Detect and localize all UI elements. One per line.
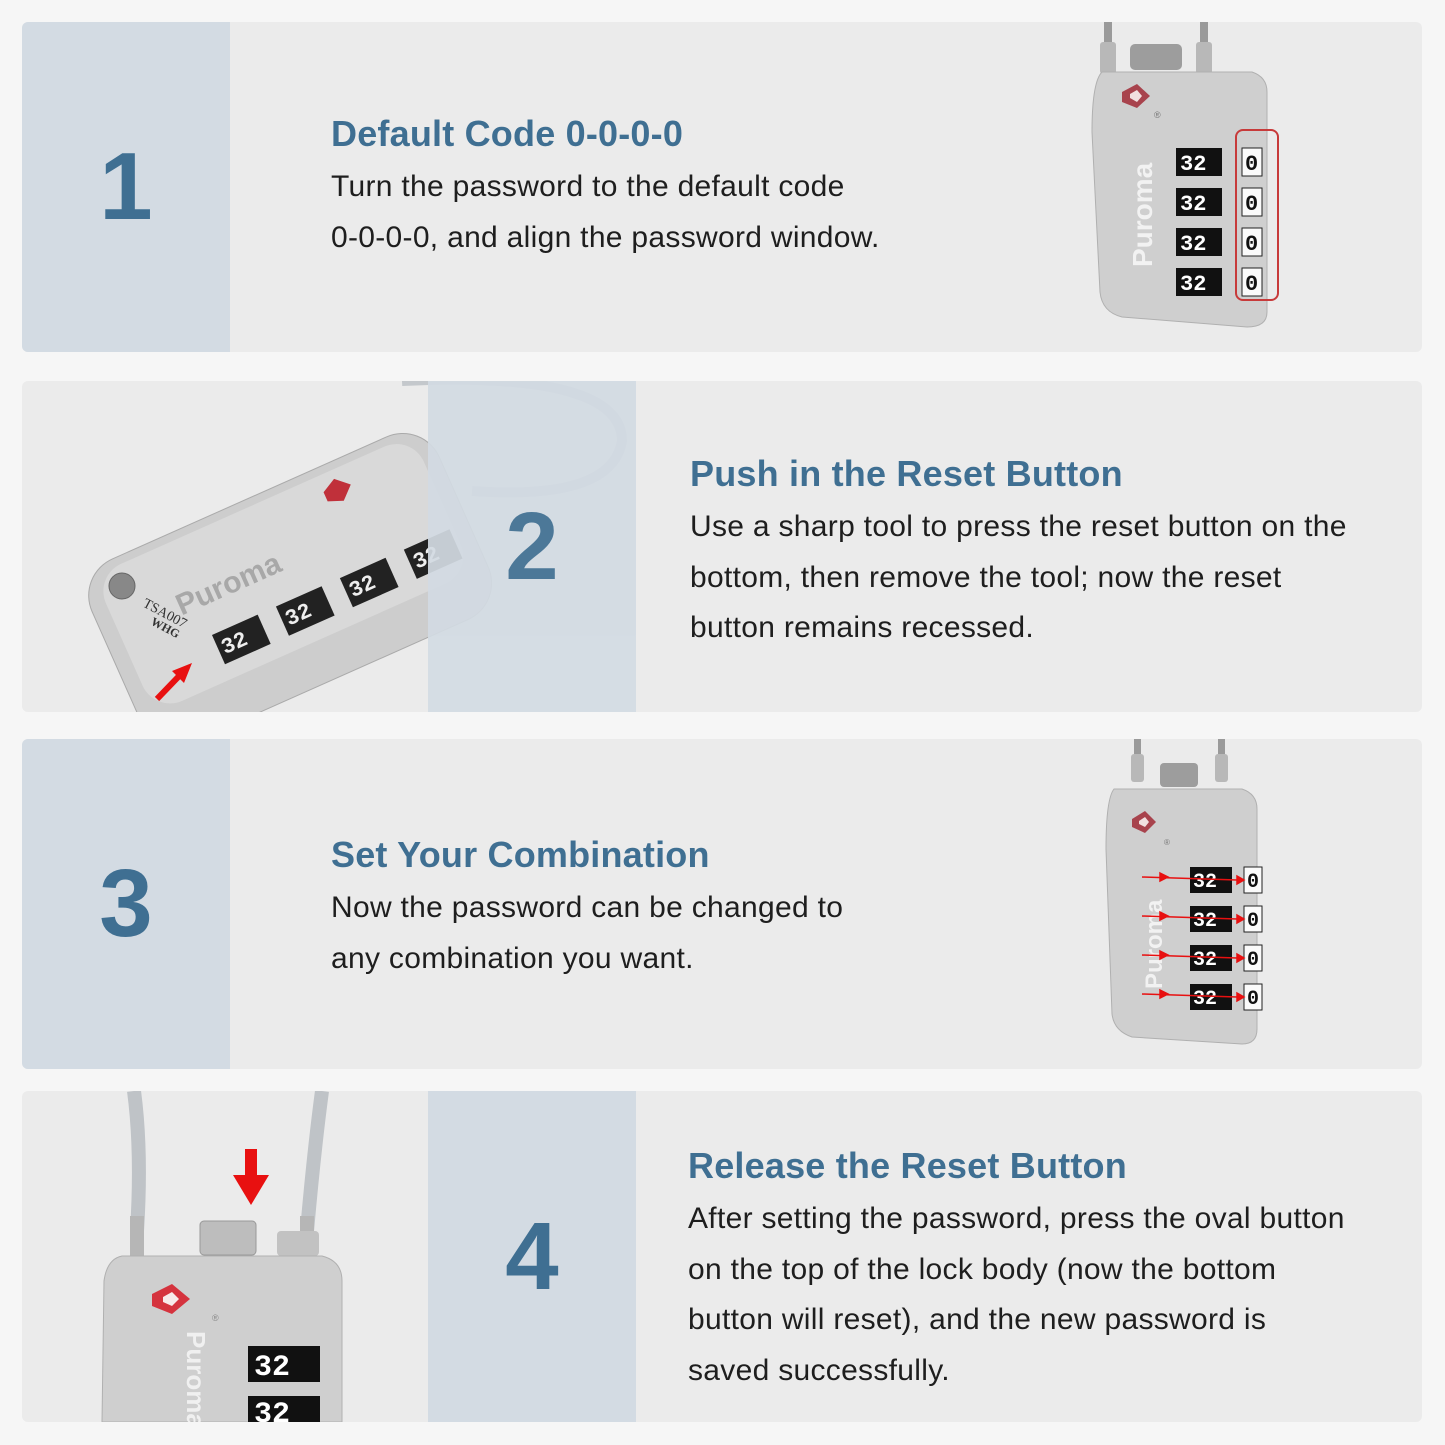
highlight-outline (1235, 129, 1279, 301)
step-number: 1 (99, 133, 153, 240)
step-body-line: 0-0-0-0, and align the password window. (331, 220, 880, 254)
step-body-line: button will reset), and the new password… (688, 1303, 1267, 1336)
svg-text:32: 32 (1180, 232, 1206, 257)
step-number-box: 2 (428, 381, 636, 712)
svg-text:32: 32 (1193, 949, 1217, 972)
svg-text:0: 0 (1247, 871, 1259, 894)
step-body-line: bottom, then remove the tool; now the re… (690, 560, 1282, 594)
red-arrow-icon (154, 663, 192, 702)
step-1-panel: 1 Default Code 0-0-0-0 Turn the password… (22, 22, 1422, 352)
svg-text:32: 32 (1193, 988, 1217, 1011)
step-number-box: 3 (22, 739, 230, 1069)
lock-image-top: ® Puroma 32 32 (101, 1091, 343, 1422)
svg-text:32: 32 (1193, 910, 1217, 933)
step-number: 3 (99, 850, 153, 957)
step-title: Set Your Combination (331, 834, 710, 875)
step-body-line: After setting the password, press the ov… (688, 1202, 1345, 1235)
svg-text:0: 0 (1247, 910, 1259, 933)
svg-text:32: 32 (1180, 272, 1206, 297)
step-body-line: on the top of the lock body (now the bot… (688, 1252, 1277, 1286)
step-number: 2 (505, 492, 559, 600)
svg-text:0: 0 (1245, 152, 1258, 177)
svg-text:®: ® (1154, 110, 1161, 120)
svg-text:Puroma: Puroma (1127, 162, 1158, 267)
svg-text:0: 0 (1245, 232, 1258, 257)
step-3-panel: 3 Set Your Combination Now the password … (22, 739, 1422, 1069)
step-number: 4 (505, 1202, 559, 1310)
step-body-line: button remains recessed. (690, 611, 1035, 644)
step-text: Release the Reset Button After setting t… (688, 1146, 1345, 1396)
step-4-panel: ® Puroma 32 32 4 Release the Reset Butto… (22, 1091, 1422, 1422)
step-number-box: 4 (428, 1091, 636, 1422)
svg-text:32: 32 (1180, 152, 1206, 177)
step-body-line: Now the password can be changed to (331, 891, 844, 924)
step-2-panel: Puroma 32 32 32 32 TSA007 WHG 2 Push in … (22, 381, 1422, 712)
step-title: Default Code 0-0-0-0 (331, 113, 684, 154)
svg-text:Puroma: Puroma (1141, 899, 1168, 989)
step-text: Default Code 0-0-0-0 Turn the password t… (331, 114, 880, 263)
svg-text:32: 32 (1193, 871, 1217, 894)
tsa-logo-icon (1122, 84, 1150, 108)
svg-text:32: 32 (1180, 192, 1206, 217)
tsa-logo-icon (152, 1284, 190, 1314)
step-title: Push in the Reset Button (690, 453, 1123, 494)
svg-text:0: 0 (1247, 949, 1259, 972)
svg-text:®: ® (212, 1313, 219, 1323)
red-arrow-icon (1141, 871, 1246, 1003)
svg-text:Puroma: Puroma (181, 1331, 211, 1422)
svg-text:0: 0 (1245, 192, 1258, 217)
svg-text:®: ® (1164, 838, 1170, 847)
lock-image-front: ® Puroma 32 32 32 32 0 0 0 0 (1091, 22, 1279, 328)
svg-text:0: 0 (1245, 272, 1258, 297)
svg-text:32: 32 (254, 1351, 290, 1385)
step-text: Push in the Reset Button Use a sharp too… (690, 454, 1347, 654)
step-title: Release the Reset Button (688, 1145, 1127, 1186)
step-body-line: Turn the password to the default code (331, 170, 845, 203)
red-arrow-down-icon (233, 1149, 269, 1205)
step-body-line: saved successfully. (688, 1353, 950, 1387)
svg-text:32: 32 (254, 1398, 290, 1422)
svg-text:0: 0 (1247, 988, 1259, 1011)
step-text: Set Your Combination Now the password ca… (331, 835, 843, 984)
lock-image-front-arrows: ® Puroma 32 32 32 32 0 0 0 0 (1105, 739, 1263, 1045)
step-number-box: 1 (22, 22, 230, 352)
step-body-line: Use a sharp tool to press the reset butt… (690, 510, 1347, 543)
step-body-line: any combination you want. (331, 941, 694, 975)
